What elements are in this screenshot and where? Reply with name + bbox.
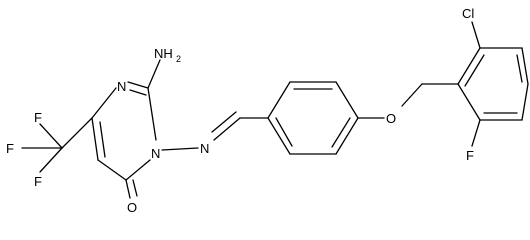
bond-cf3-f-top	[39, 123, 63, 149]
molecule-canvas: NH 2 N N N O O Cl F F F F	[6, 6, 529, 215]
bond-c4-n3	[125, 159, 151, 181]
bond-ar-cl	[471, 21, 481, 49]
atom-o-carbonyl: O	[127, 200, 137, 215]
bond-ar4-double	[331, 117, 351, 148]
bond-ar1	[267, 81, 291, 119]
atom-nh2-subscript: 2	[176, 54, 181, 64]
atom-n-ring-bottom: N	[151, 146, 160, 161]
atom-n-ring-top: N	[117, 79, 126, 94]
bond-ar6-double	[275, 117, 293, 147]
atom-labels: NH 2 N N N O O Cl F F F F	[6, 6, 474, 215]
bond-n3-c2	[147, 87, 157, 141]
atom-f-cf3-bottom: F	[34, 174, 42, 189]
bond-c4-o	[125, 179, 131, 199]
structure-diagram: NH 2 N N N O O Cl F F F F	[6, 6, 529, 215]
atom-n-imine: N	[200, 141, 209, 156]
atom-f-cf3-top: F	[34, 110, 42, 125]
bonds	[21, 21, 529, 199]
bond-c4-o-double	[132, 179, 138, 197]
bond-c6-cf3	[61, 117, 93, 149]
bond-cf3-f-bottom	[39, 147, 63, 173]
bond-br1-double	[464, 54, 485, 87]
bond-c2-n1-double	[129, 89, 147, 96]
bond-br1	[457, 47, 481, 85]
bond-c6-c5-double	[99, 121, 106, 158]
atom-o-ether: O	[386, 111, 396, 126]
atom-f-aryl: F	[466, 148, 474, 163]
bond-br3-double	[516, 54, 523, 83]
bond-c5-c4	[97, 159, 127, 181]
bond-c6-c5	[91, 117, 99, 161]
bond-n3-nimine	[161, 147, 199, 151]
bond-n1-c6	[91, 87, 117, 119]
bond-br6	[457, 83, 481, 121]
atom-cl: Cl	[462, 6, 474, 21]
bond-ar4	[335, 117, 359, 155]
bond-o-ch2	[401, 83, 423, 107]
bond-ar3	[335, 81, 359, 119]
bond-nimine-ch	[213, 117, 241, 141]
atom-nh2: NH	[154, 46, 173, 61]
bond-br3	[521, 47, 529, 85]
atom-f-cf3-left: F	[6, 141, 14, 156]
bond-ar-f	[471, 119, 481, 147]
bond-ar6	[267, 117, 291, 155]
bond-br4	[521, 83, 529, 121]
bond-c2-n1	[127, 81, 149, 89]
bond-c2-nh2	[147, 59, 161, 89]
bond-nimine-ch-double	[211, 111, 237, 133]
